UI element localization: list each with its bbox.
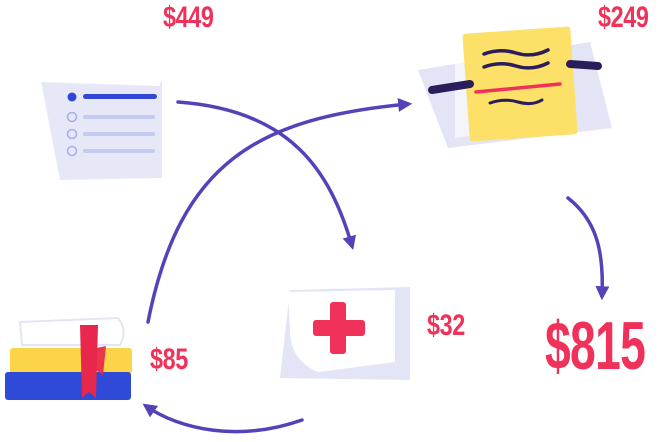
price-books: $85 bbox=[150, 343, 188, 376]
price-list: $449 bbox=[163, 1, 214, 34]
contract-note-icon bbox=[418, 26, 612, 148]
arrow-contract-to-total bbox=[566, 196, 610, 301]
books-icon bbox=[5, 316, 132, 400]
arrow-books-to-contract bbox=[146, 97, 413, 324]
medical-kit-icon bbox=[280, 287, 410, 380]
arrow-list-to-medical bbox=[176, 100, 356, 251]
arrow-medical-to-books bbox=[142, 403, 304, 434]
price-contract: $249 bbox=[598, 1, 649, 34]
price-total: $815 bbox=[545, 308, 646, 384]
flow-arrows bbox=[142, 97, 610, 434]
checklist-document-icon bbox=[40, 76, 162, 180]
price-medical: $32 bbox=[427, 309, 465, 342]
